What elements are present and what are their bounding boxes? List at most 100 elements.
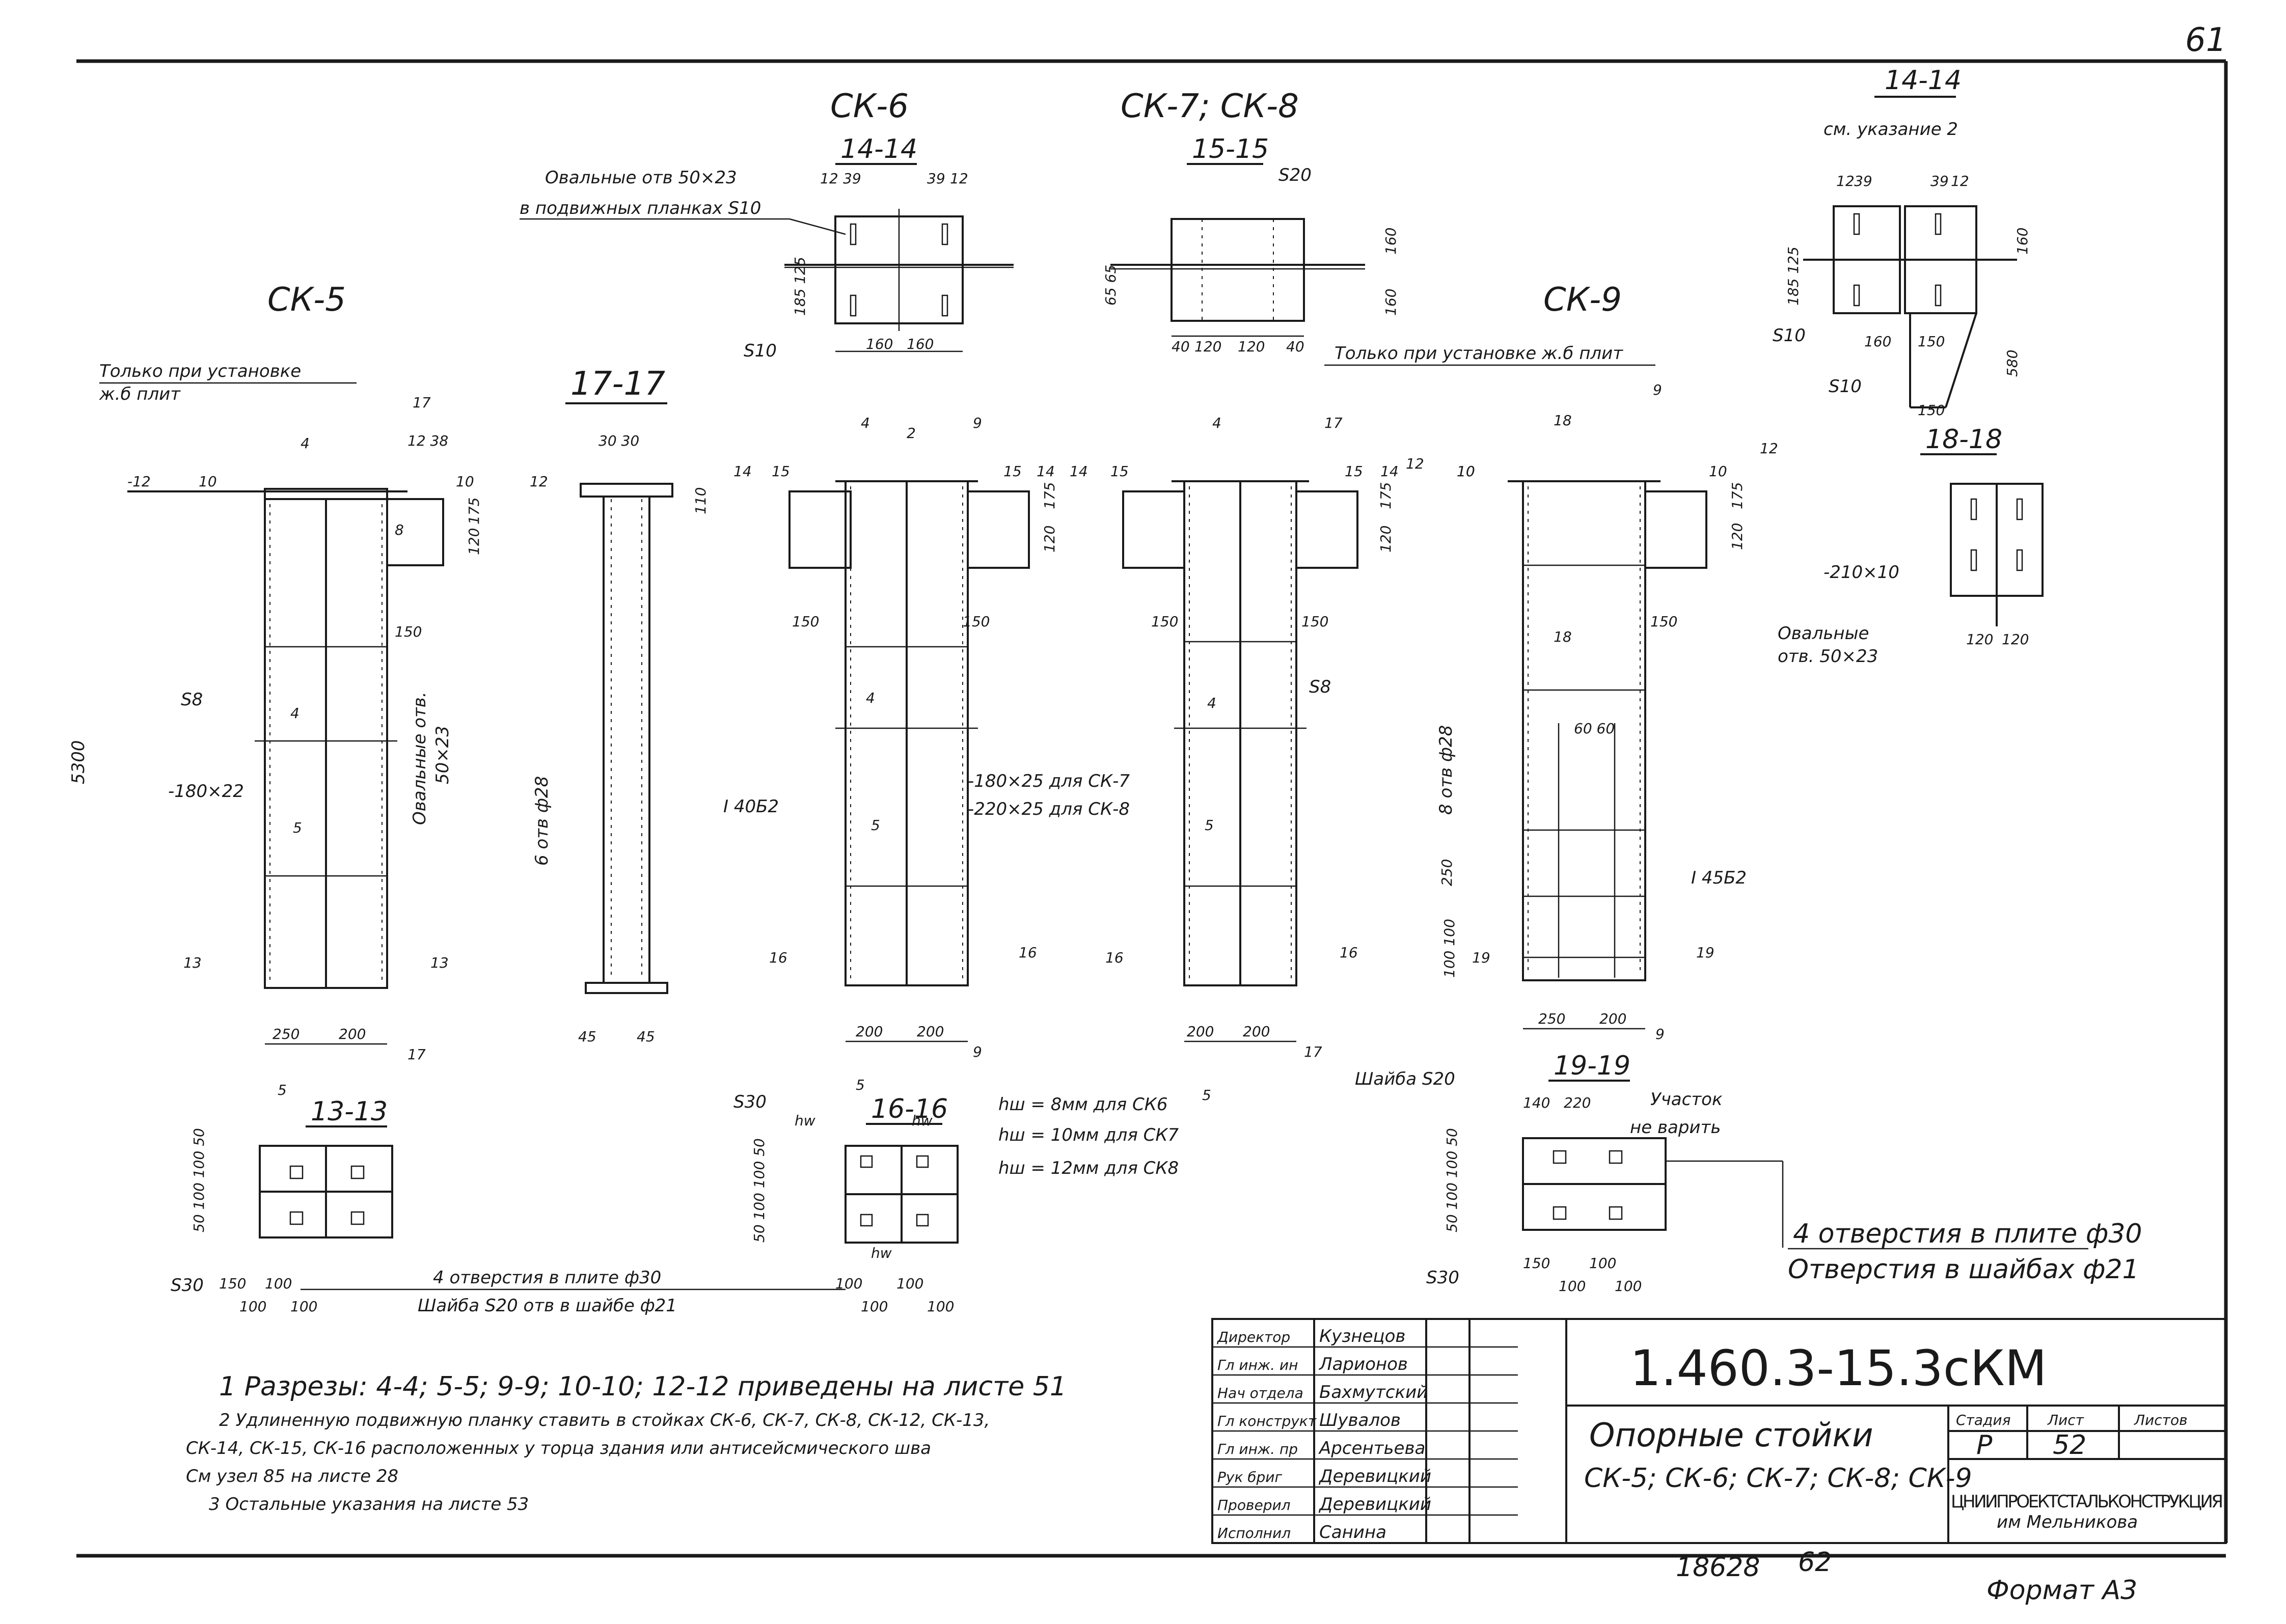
svg-text:6 отв ф28: 6 отв ф28 [532,776,552,866]
svg-text:14: 14 [733,463,752,480]
svg-text:65 65: 65 65 [1102,265,1119,306]
svg-text:17: 17 [407,1046,426,1063]
svg-text:10: 10 [1709,463,1727,480]
title-sk5: СК-5 [267,281,346,319]
svg-text:4: 4 [866,690,875,706]
svg-text:60 60: 60 60 [1574,720,1615,737]
footnotes: 1 Разрезы: 4-4; 5-5; 9-9; 10-10; 12-12 п… [186,1371,1067,1515]
svg-text:4: 4 [1207,695,1216,711]
svg-text:13: 13 [183,954,202,971]
svg-text:Р: Р [1976,1430,1993,1461]
title-block: Директор Кузнецов Гл инж. ин Ларионов На… [1211,1318,2227,1544]
svg-text:ж.б плит: ж.б плит [99,384,181,404]
svg-text:200: 200 [1599,1010,1626,1027]
svg-text:4: 4 [290,705,300,722]
svg-text:Санина: Санина [1319,1522,1386,1543]
sheet-frame [76,59,2228,1558]
svg-text:S30: S30 [733,1092,767,1112]
svg-text:hш = 12мм для СК8: hш = 12мм для СК8 [998,1158,1179,1178]
svg-text:14-14: 14-14 [840,134,917,164]
svg-text:17-17: 17-17 [570,365,665,403]
svg-text:5: 5 [293,819,302,836]
svg-text:140: 140 [1523,1094,1550,1111]
svg-text:5300: 5300 [68,740,89,784]
svg-text:120: 120 [1729,523,1746,550]
svg-text:4: 4 [1212,415,1221,431]
svg-text:100: 100 [835,1275,862,1292]
svg-text:15: 15 [1110,463,1129,480]
svg-text:100: 100 [861,1298,888,1315]
svg-text:I 40Б2: I 40Б2 [723,796,779,817]
svg-text:Овальные отв.: Овальные отв. [410,692,430,825]
svg-text:I 45Б2: I 45Б2 [1691,868,1747,888]
svg-text:4: 4 [301,435,310,452]
format-label: Формат А3 [1986,1575,2137,1606]
svg-text:17: 17 [1324,415,1343,431]
svg-text:Гл конструкт: Гл конструкт [1217,1413,1317,1429]
svg-text:14: 14 [1037,463,1055,480]
svg-text:250: 250 [273,1026,300,1042]
svg-text:hш = 10мм для СК7: hш = 10мм для СК7 [998,1125,1179,1145]
svg-text:S8: S8 [181,690,203,710]
svg-text:4 отверстия в плите ф30: 4 отверстия в плите ф30 [433,1268,661,1288]
svg-text:12 38: 12 38 [407,432,448,449]
svg-text:175: 175 [466,498,482,525]
inventory-number: 18628 [1676,1552,1760,1583]
svg-text:14-14: 14-14 [1885,65,1962,96]
org-name-2: им Мельникова [1997,1512,2138,1532]
svg-text:14: 14 [1380,463,1399,480]
svg-text:Бахмутский: Бахмутский [1319,1382,1428,1402]
svg-text:150: 150 [1918,402,1945,419]
svg-text:50 100 100 50: 50 100 100 50 [751,1138,768,1243]
svg-text:19: 19 [1472,949,1490,966]
svg-text:17: 17 [1304,1043,1322,1060]
svg-text:S10: S10 [1829,376,1862,397]
svg-text:12: 12 [1951,173,1969,189]
svg-text:150: 150 [1523,1255,1550,1272]
svg-text:S10: S10 [1773,325,1806,346]
svg-text:-210×10: -210×10 [1824,562,1899,583]
footnote-2: 2 Удлиненную подвижную планку ставить в … [219,1410,990,1430]
svg-text:S30: S30 [171,1275,204,1296]
svg-text:12: 12 [950,170,968,187]
svg-text:Кузнецов: Кузнецов [1319,1326,1405,1346]
svg-text:12: 12 [820,170,838,187]
svg-text:40: 40 [1286,338,1304,355]
svg-text:12: 12 [1760,440,1778,457]
svg-text:100: 100 [927,1298,954,1315]
svg-text:9: 9 [1655,1026,1665,1042]
svg-text:150: 150 [1151,613,1178,630]
svg-text:120: 120 [1377,526,1394,553]
svg-text:Шайба S20: Шайба S20 [1355,1069,1455,1089]
svg-text:5: 5 [278,1082,287,1098]
sheet-ref: 62 [1798,1547,1832,1578]
svg-text:120: 120 [1194,338,1221,355]
svg-text:10: 10 [456,473,474,490]
svg-text:16: 16 [1019,944,1037,961]
svg-text:39: 39 [1930,173,1949,189]
title-sk78: СК-7; СК-8 [1121,88,1299,125]
svg-text:Деревицкий: Деревицкий [1318,1494,1431,1515]
svg-text:отв. 50×23: отв. 50×23 [1778,646,1878,667]
svg-text:45: 45 [578,1028,596,1045]
svg-text:S30: S30 [1426,1268,1459,1288]
svg-text:150: 150 [219,1275,246,1292]
svg-text:39: 39 [1854,173,1872,189]
svg-text:16: 16 [1105,949,1124,966]
svg-text:9: 9 [973,415,982,431]
svg-text:Овальные: Овальные [1778,623,1869,644]
svg-text:19-19: 19-19 [1554,1051,1630,1081]
svg-text:16: 16 [1340,944,1358,961]
svg-text:hw: hw [795,1112,815,1129]
svg-text:4 отверстия в плите ф30: 4 отверстия в плите ф30 [1793,1219,2142,1249]
svg-text:Проверил: Проверил [1217,1497,1291,1513]
svg-text:Исполнил: Исполнил [1217,1525,1291,1542]
svg-text:4: 4 [861,415,870,431]
